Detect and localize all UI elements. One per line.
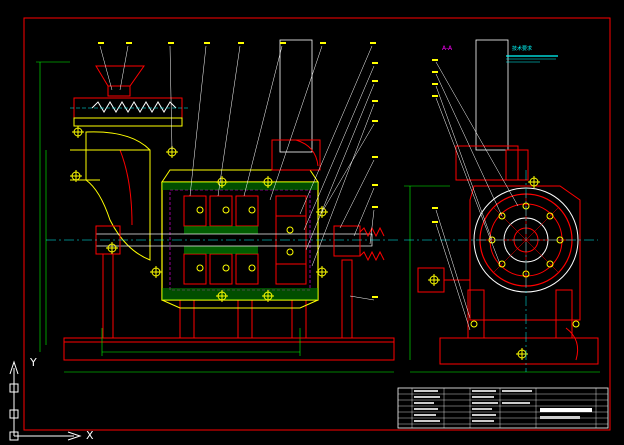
ucs-y-label: Y bbox=[30, 356, 37, 369]
title-block bbox=[397, 387, 609, 429]
main-section-view bbox=[36, 39, 398, 373]
ucs-icon bbox=[9, 360, 82, 441]
ucs-x-label: X bbox=[86, 429, 94, 442]
aa-section-view bbox=[404, 39, 600, 373]
tech-requirements-title: 技术要求 bbox=[512, 45, 532, 52]
drawing-frame bbox=[23, 17, 611, 431]
tech-requirements-lines bbox=[506, 55, 558, 63]
section-label: A-A bbox=[442, 45, 453, 52]
